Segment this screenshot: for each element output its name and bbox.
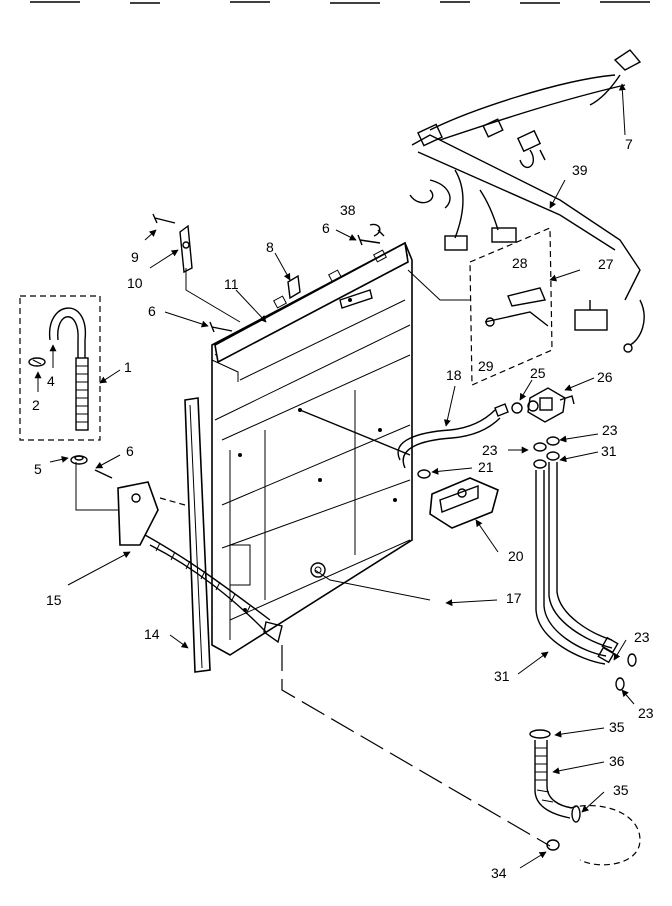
- callout-6b: 6: [322, 220, 330, 236]
- clip-part: [287, 274, 301, 300]
- callout-2: 2: [32, 397, 40, 413]
- callout-17: 17: [506, 590, 522, 606]
- drain-hose-36: [529, 729, 641, 866]
- callout-23d: 23: [638, 705, 654, 721]
- clip-38: [369, 223, 385, 237]
- callout-5: 5: [34, 461, 42, 477]
- callout-7: 7: [625, 136, 633, 152]
- rear-panel: [211, 241, 413, 656]
- callout-35b: 35: [613, 782, 629, 798]
- callout-35a: 35: [609, 719, 625, 735]
- hose-route-line: [281, 645, 551, 847]
- callout-34: 34: [491, 865, 507, 881]
- switch-part: [179, 224, 193, 274]
- callout-36: 36: [609, 753, 625, 769]
- sensor-kit: [407, 227, 553, 386]
- fill-hose-18: [397, 402, 523, 469]
- callout-38: 38: [340, 202, 356, 218]
- switch-route: [185, 268, 241, 323]
- callout-15: 15: [46, 592, 62, 608]
- callout-20: 20: [508, 548, 524, 564]
- callout-21: 21: [478, 459, 494, 475]
- drain-hose-kit: [19, 295, 101, 465]
- callout-28: 28: [512, 255, 528, 271]
- callout-9: 9: [131, 249, 139, 265]
- callout-25: 25: [530, 365, 546, 381]
- callout-6c: 6: [126, 443, 134, 459]
- callout-4: 4: [47, 373, 55, 389]
- screw-parts: [94, 213, 381, 479]
- callout-labels: 1 2 4 5 6 6 6 7 8 9 10 11 14 15 17 18 20…: [32, 136, 654, 881]
- callout-39: 39: [572, 162, 588, 178]
- top-bracket: [214, 241, 409, 364]
- callout-14: 14: [144, 626, 160, 642]
- leader-lines: [34, 83, 635, 869]
- drain-bracket: [117, 481, 283, 644]
- callout-1: 1: [124, 359, 132, 375]
- callout-10: 10: [127, 275, 143, 291]
- water-valve: [527, 387, 575, 423]
- bracket-route-line: [159, 497, 186, 506]
- callout-29: 29: [478, 358, 494, 374]
- callout-11: 11: [224, 276, 239, 292]
- top-edge-artifacts: [30, 1, 650, 4]
- callout-23a: 23: [482, 442, 498, 458]
- callout-6a: 6: [148, 303, 156, 319]
- callout-23c: 23: [634, 629, 650, 645]
- side-rail: [184, 397, 211, 673]
- callout-8: 8: [266, 239, 274, 255]
- callout-23b: 23: [602, 422, 618, 438]
- fill-hoses-31: [533, 436, 637, 691]
- callout-27: 27: [598, 256, 614, 272]
- callout-18: 18: [446, 367, 462, 383]
- wire-harness: [409, 49, 645, 353]
- hose-route-left: [75, 462, 118, 511]
- pressure-switch-20: [417, 469, 499, 529]
- callout-31b: 31: [494, 668, 510, 684]
- callout-31a: 31: [601, 443, 617, 459]
- callout-26: 26: [597, 369, 613, 385]
